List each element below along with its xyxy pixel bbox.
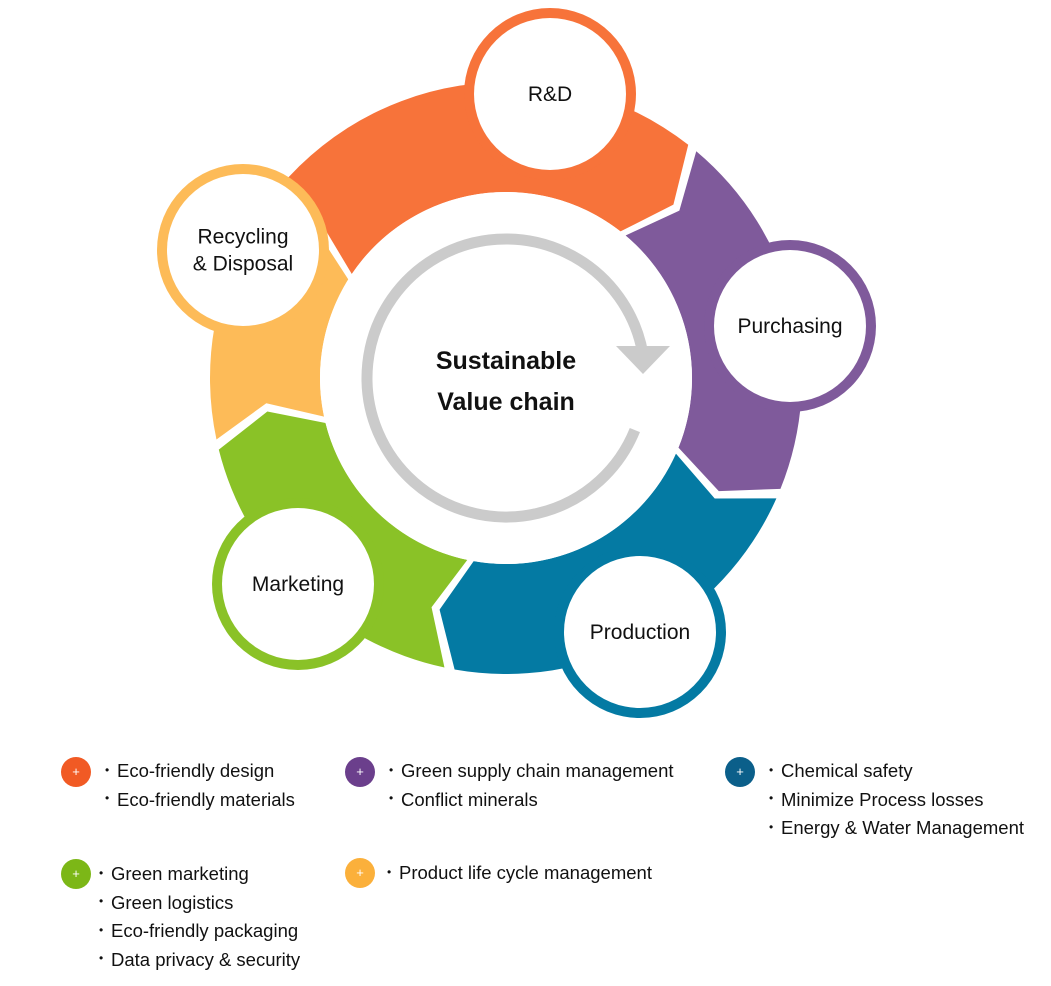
legend-item: Chemical safety <box>769 757 1024 786</box>
legend-item: Eco-friendly design <box>105 757 295 786</box>
stage-node-purchasing[interactable]: Purchasing <box>704 240 876 412</box>
node-disc <box>564 556 716 708</box>
legend-list-rd: Eco-friendly design Eco-friendly materia… <box>105 757 295 814</box>
stage-node-recycling[interactable]: Recycling & Disposal <box>157 164 329 336</box>
plus-icon[interactable]: + <box>725 757 755 787</box>
legend-list-recycling: Product life cycle management <box>387 859 652 888</box>
cycle-arrow-icon <box>361 233 649 523</box>
node-disc <box>474 18 626 170</box>
legend-item: Conflict minerals <box>389 786 674 815</box>
node-disc <box>714 250 866 402</box>
plus-icon[interactable]: + <box>61 757 91 787</box>
node-disc <box>222 508 374 660</box>
node-label-recycling: Recycling <box>197 226 288 249</box>
node-label-production: Production <box>590 621 690 644</box>
cycle-arrowhead-icon <box>616 346 670 374</box>
node-label-recycling: & Disposal <box>193 253 293 276</box>
node-label-marketing: Marketing <box>252 573 344 596</box>
legend-item: Energy & Water Management <box>769 814 1024 843</box>
plus-icon[interactable]: + <box>345 858 375 888</box>
legend-list-production: Chemical safety Minimize Process losses … <box>769 757 1024 843</box>
plus-icon[interactable]: + <box>61 859 91 889</box>
legend-list-marketing: Green marketing Green logistics Eco-frie… <box>99 860 300 974</box>
node-disc <box>167 174 319 326</box>
legend-item: Green supply chain management <box>389 757 674 786</box>
center-title-line2: Value chain <box>437 388 575 416</box>
legend-item: Data privacy & security <box>99 946 300 975</box>
center-hub: Sustainable Value chain <box>320 192 692 564</box>
stage-node-rd[interactable]: R&D <box>464 8 636 180</box>
legend-item: Eco-friendly materials <box>105 786 295 815</box>
legend-list-purchasing: Green supply chain management Conflict m… <box>389 757 674 814</box>
plus-icon[interactable]: + <box>345 757 375 787</box>
stage-node-production[interactable]: Production <box>554 546 726 718</box>
center-title-line1: Sustainable <box>436 347 576 375</box>
value-chain-diagram: Sustainable Value chain R&D PurchasingPro… <box>157 8 876 718</box>
stage-node-marketing[interactable]: Marketing <box>212 498 384 670</box>
legend-item: Product life cycle management <box>387 859 652 888</box>
legend-item: Minimize Process losses <box>769 786 1024 815</box>
legend-item: Green logistics <box>99 889 300 918</box>
node-label-rd: R&D <box>528 83 572 106</box>
node-label-purchasing: Purchasing <box>737 315 842 338</box>
legend-item: Green marketing <box>99 860 300 889</box>
center-disc <box>320 192 692 564</box>
legend-item: Eco-friendly packaging <box>99 917 300 946</box>
